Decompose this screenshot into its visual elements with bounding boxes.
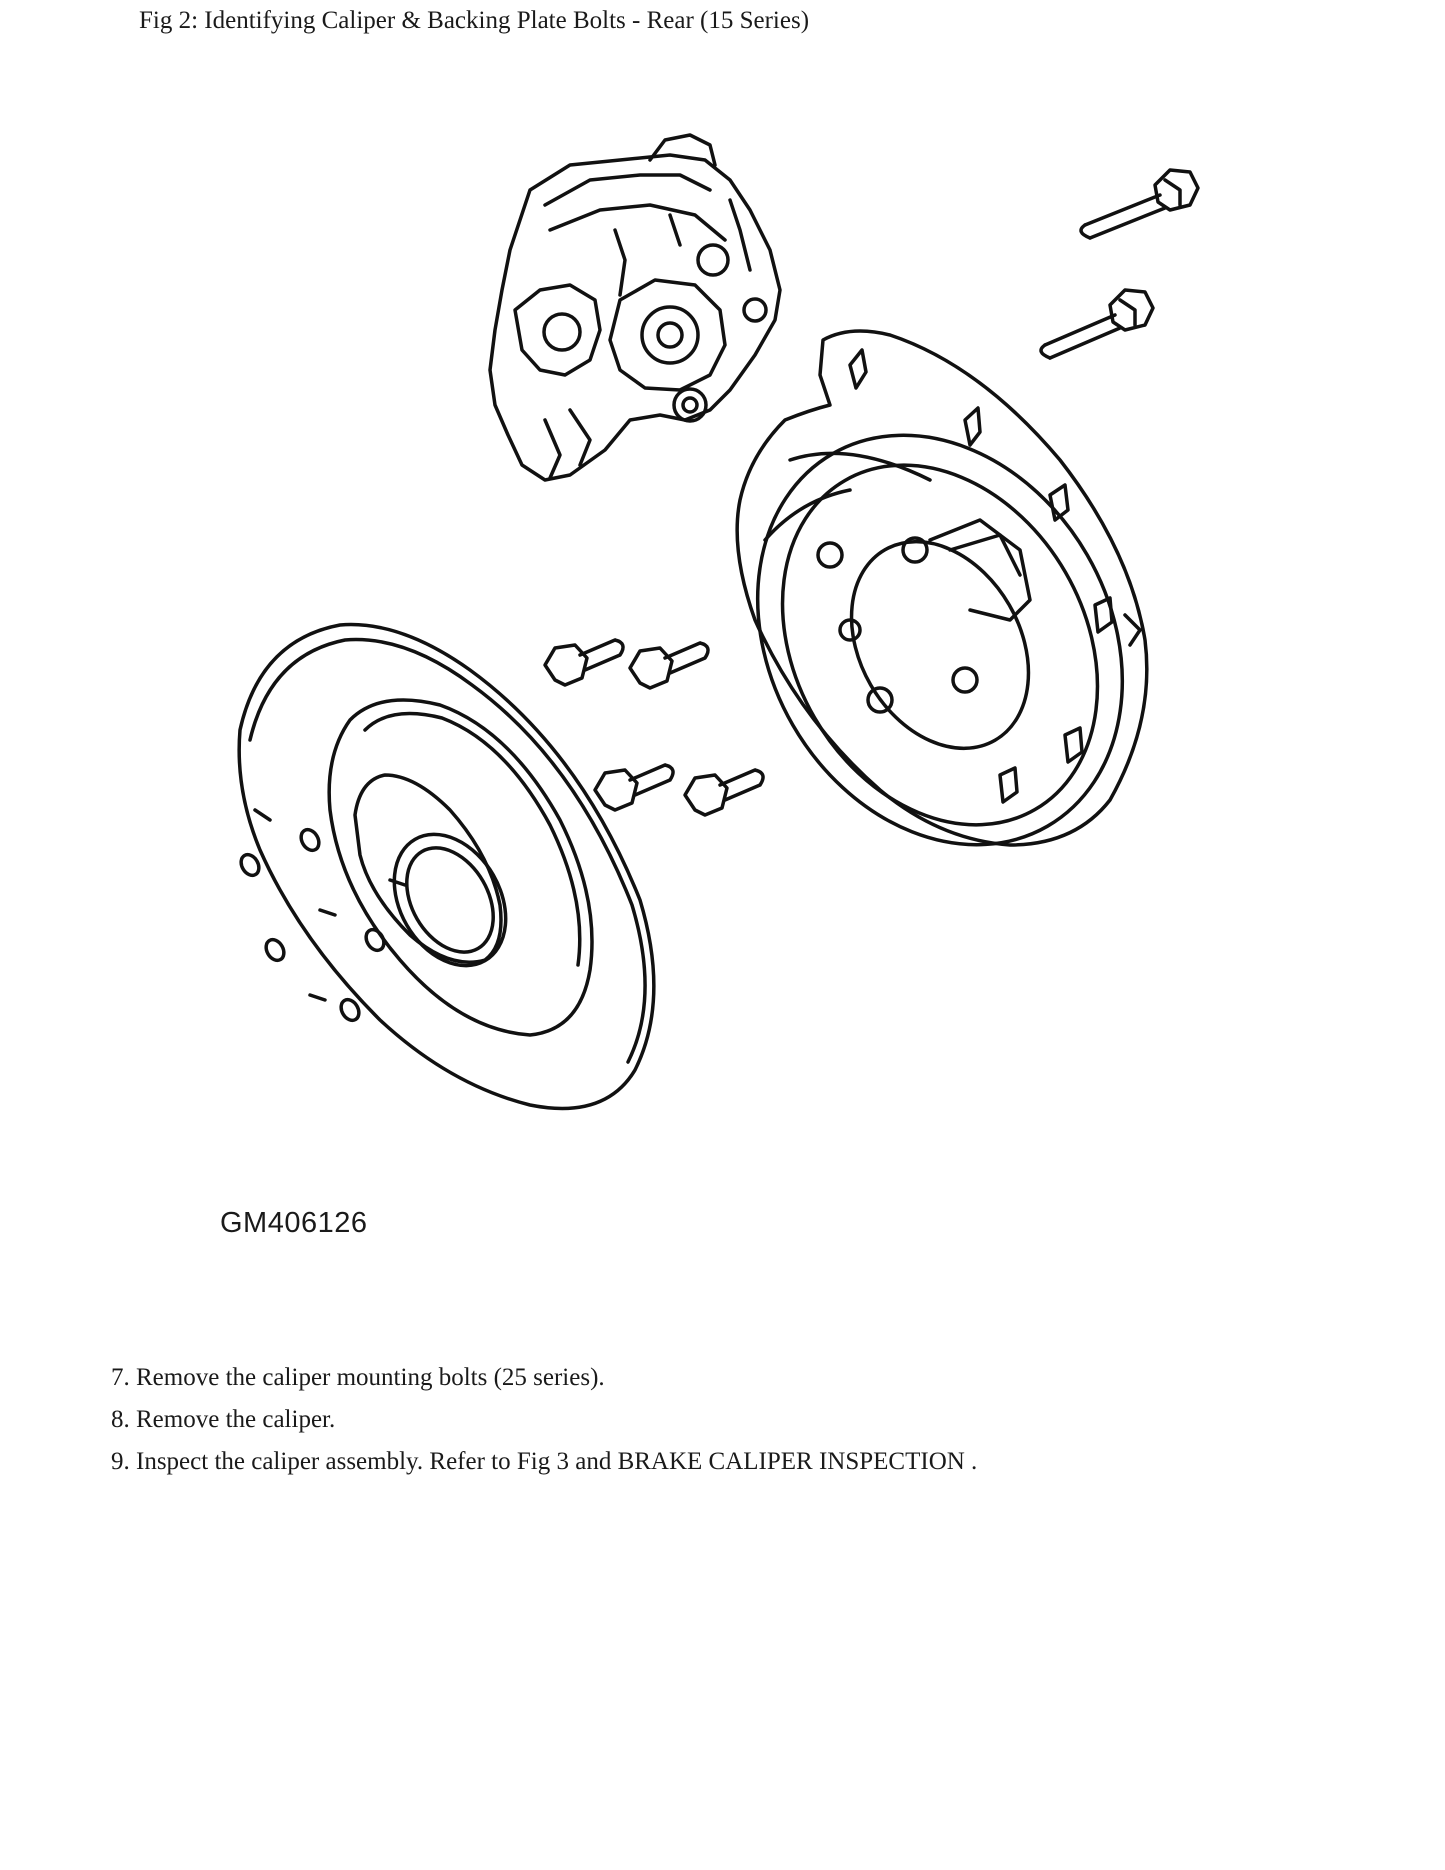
backing-plate	[735, 329, 1149, 847]
brake-caliper	[488, 133, 782, 482]
procedure-step: 7. Remove the caliper mounting bolts (25…	[111, 1357, 977, 1399]
caliper-mounting-bolts	[543, 638, 765, 817]
step-text: Inspect the caliper assembly. Refer to F…	[136, 1448, 978, 1475]
procedure-step: 8. Remove the caliper.	[111, 1399, 977, 1441]
brake-assembly-illustration	[150, 120, 1310, 1270]
step-number: 8.	[111, 1406, 130, 1433]
procedure-steps: 7. Remove the caliper mounting bolts (25…	[111, 1357, 977, 1483]
procedure-step: 9. Inspect the caliper assembly. Refer t…	[111, 1441, 977, 1483]
step-text: Remove the caliper.	[136, 1406, 336, 1433]
brake-rotor	[237, 622, 656, 1111]
figure-code: GM406126	[220, 1207, 368, 1239]
step-number: 7.	[111, 1364, 130, 1391]
backing-plate-bolt-upper	[1079, 168, 1200, 240]
backing-plate-bolt-lower	[1039, 288, 1155, 360]
step-text: Remove the caliper mounting bolts (25 se…	[136, 1364, 605, 1391]
step-number: 9.	[111, 1448, 130, 1475]
figure-title: Fig 2: Identifying Caliper & Backing Pla…	[139, 7, 810, 34]
